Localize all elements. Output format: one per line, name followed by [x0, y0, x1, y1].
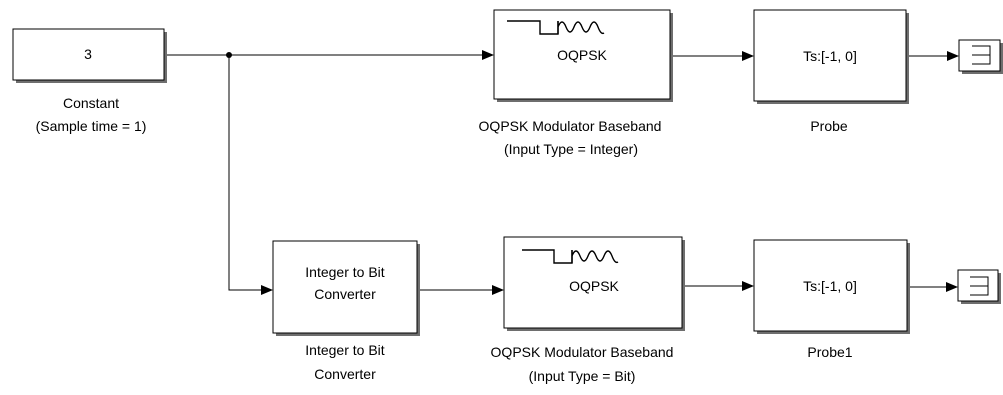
integer-to-bit-caption-line2: Converter: [314, 366, 376, 382]
integer-to-bit-caption-line1: Integer to Bit: [305, 342, 384, 358]
oqpsk-modulator1-caption-input-type: (Input Type = Bit): [529, 368, 636, 384]
oqpsk-modulator-caption: OQPSK Modulator Baseband: [479, 118, 662, 134]
oqpsk-modulator1-block[interactable]: OQPSK: [503, 236, 685, 331]
probe-sample-time-label: Ts:[-1, 0]: [803, 48, 857, 64]
constant-value: 3: [84, 46, 92, 62]
integer-to-bit-label-line1: Integer to Bit: [305, 264, 384, 280]
arrowhead: [492, 285, 504, 295]
integer-to-bit-converter-block[interactable]: Integer to Bit Converter: [272, 240, 420, 336]
oqpsk-modulator-block[interactable]: OQPSK: [493, 9, 673, 102]
line-branch-to-integer-to-bit[interactable]: [228, 55, 263, 291]
constant-caption: Constant: [63, 95, 119, 111]
arrowhead: [947, 51, 959, 61]
arrowhead: [946, 282, 958, 292]
probe1-sample-time-label: Ts:[-1, 0]: [803, 278, 857, 294]
probe-block[interactable]: Ts:[-1, 0]: [753, 9, 909, 104]
oqpsk-modulator1-caption: OQPSK Modulator Baseband: [491, 344, 674, 360]
oqpsk-modulator1-label: OQPSK: [569, 278, 619, 294]
constant-block[interactable]: 3: [12, 28, 167, 83]
constant-caption-sample-time: (Sample time = 1): [36, 118, 147, 134]
arrowhead: [482, 50, 494, 60]
terminator-icon[interactable]: [958, 39, 1003, 74]
oqpsk-waveform-icon: [507, 20, 605, 35]
arrowhead: [742, 51, 754, 61]
oqpsk-modulator-caption-input-type: (Input Type = Integer): [504, 141, 638, 157]
terminator-icon[interactable]: [957, 269, 1001, 304]
oqpsk-waveform-icon: [522, 249, 619, 264]
oqpsk-modulator-label: OQPSK: [557, 47, 607, 63]
probe1-block[interactable]: Ts:[-1, 0]: [753, 239, 910, 334]
integer-to-bit-label-line2: Converter: [314, 286, 376, 302]
signal-lines: [167, 50, 959, 295]
probe-caption: Probe: [810, 118, 848, 134]
probe1-caption: Probe1: [807, 344, 852, 360]
arrowhead: [261, 285, 273, 295]
arrowhead: [742, 281, 754, 291]
